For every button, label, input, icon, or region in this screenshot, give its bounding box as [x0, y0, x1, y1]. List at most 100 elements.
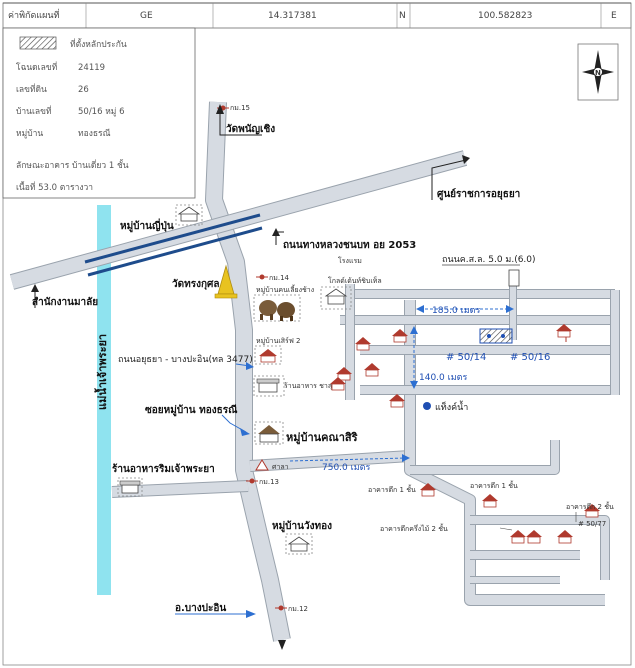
river: [97, 205, 111, 595]
jp-village-frame: [175, 204, 203, 226]
house-icon: [392, 329, 408, 343]
village2-frame: [254, 345, 282, 365]
temple-jp-icon: [177, 206, 201, 222]
center-label: ศูนย์ราชการอยุธยา: [437, 188, 520, 201]
coord-e: E: [611, 11, 617, 21]
road-width-post: [508, 269, 520, 287]
info-row-value: 24119: [78, 63, 105, 73]
house-icon: [389, 394, 405, 408]
house-icon: [355, 337, 371, 351]
legend-swatch: [19, 36, 57, 50]
water-tank-icon: [423, 402, 431, 410]
header-bar: [2, 2, 632, 29]
b4-label: อาคารตึกครึ่งไม้ 2 ชั้น: [380, 522, 448, 533]
soi-label: ซอยหมู่บ้าน ทองธรณี: [145, 404, 238, 417]
legend-label: ที่ตั้งหลักประกัน: [70, 38, 127, 50]
arrow-wat-phanan: [219, 110, 262, 136]
km12-label: กม.12: [288, 605, 308, 613]
wat-song-label: วัดทรงกุศล: [172, 278, 220, 290]
coord-label: ค่าพิกัดแผนที่: [8, 8, 60, 21]
house-icon: [364, 363, 380, 377]
road-ayutthaya-label: ถนนอยุธยา - บางปะอิน(ทล 3477): [118, 354, 253, 365]
north-arrow-icon: [582, 50, 614, 94]
lot-pin-2: [501, 334, 505, 338]
info-row-label: เลขที่ดิน: [16, 83, 47, 95]
property-lot: [479, 328, 513, 344]
dist750-label: 750.0 เมตร: [322, 463, 370, 473]
hotel-frame: [320, 286, 352, 310]
km14-label: กม.14: [269, 274, 290, 282]
b2-label: อาคารตึก 1 ชั้น: [470, 479, 518, 490]
house-icon: [584, 504, 600, 518]
village2-icon: [259, 349, 277, 363]
highway-label: ถนนทางหลวงชนบท อย 2053: [283, 240, 416, 251]
info-row-value: 50/16 หมู่ 6: [78, 107, 125, 117]
coord-lng: 100.582823: [478, 11, 532, 21]
km15-label: กม.15: [230, 104, 250, 112]
hotel-icon: [324, 288, 348, 305]
hotel-label-2: โกลด์เด้นท์ชิบเท็ล: [328, 276, 382, 285]
shop-icon: [256, 378, 280, 393]
house-icon: [510, 530, 526, 544]
lot1-label: # 50/14: [446, 352, 486, 363]
house-icon: [526, 530, 542, 544]
pagoda-icon: [214, 264, 238, 299]
elephant-icon: [259, 300, 295, 321]
map-frame: [2, 27, 632, 666]
highway-edge-top: [84, 213, 261, 264]
north-letter: N: [595, 69, 601, 77]
restaurant-frame: [117, 477, 143, 497]
wang-thong-label: หมู่บ้านวังทอง: [272, 520, 332, 533]
info-row-label: หมู่บ้าน: [16, 128, 43, 139]
info-row-label: บ้านเลขที่: [16, 105, 52, 117]
river-label: แม่น้ำเจ้าพระยา: [94, 334, 109, 410]
info-building: ลักษณะอาคาร บ้านเดี่ยว 1 ชั้น: [16, 159, 129, 171]
lot3-label: # 50/77: [578, 520, 606, 528]
elephant-village-label: หมู่บ้านคนเลี้ยงช้าง: [256, 283, 314, 294]
restaurant-label: ร้านอาหารริมเจ้าพระยา: [112, 463, 215, 475]
info-area: เนื้อที่ 53.0 ตารางวา: [16, 181, 93, 193]
village2-label: หมู่บ้านเสิร์ฟ 2: [256, 337, 300, 345]
info-row-value: ทองธรณี: [78, 128, 111, 139]
shop-label: ร้านอาหาร ชาสุภา: [284, 382, 341, 390]
road-width-label: ถนนค.ส.ล. 5.0 ม.(6.0): [442, 255, 536, 265]
bang-pa-in-label: อ.บางปะอิน: [175, 602, 226, 614]
info-panel: [2, 27, 196, 199]
house-icon: [556, 324, 572, 338]
houses: [330, 324, 600, 544]
b1-label: อาคารตึก 1 ชั้น: [368, 483, 416, 494]
info-row-label: โฉนดเลขที่: [16, 61, 58, 73]
dist750-line: [289, 457, 407, 462]
lot-pin-1: [487, 334, 491, 338]
coord-lat: 14.317381: [268, 11, 317, 21]
km13-label: กม.13: [259, 478, 279, 486]
arrow-center: [431, 159, 467, 200]
house-icon: [482, 494, 498, 508]
tank-label: แท็งค์น้ำ: [435, 400, 468, 413]
shrine-icon: [255, 459, 269, 471]
hotel-label-1: โรงแรม: [338, 256, 362, 265]
house-icon: [420, 483, 436, 497]
lot2-label: # 50/16: [510, 352, 550, 363]
village-ns-label: หมู่บ้านคณาสิริ: [286, 431, 358, 445]
coord-ge: GE: [140, 11, 153, 21]
district-label: สำนักงานมาลัย: [32, 296, 98, 308]
restaurant-icon: [119, 480, 141, 494]
village-ns-icon: [258, 425, 280, 443]
coord-n: N: [399, 11, 406, 21]
info-row-value: 26: [78, 85, 89, 95]
dist185-label: 185.0 เมตร: [432, 306, 480, 316]
shrine-label: ศาลา: [272, 463, 289, 471]
house-icon: [330, 377, 346, 391]
highway-edge-bottom: [87, 226, 263, 277]
village-ns-frame: [254, 421, 284, 445]
wat-phanan-label: วัดพนัญเชิง: [226, 123, 275, 135]
wang-thong-frame: [285, 533, 313, 555]
arrow-south-icon: [278, 640, 286, 650]
b4-leader: [499, 527, 513, 531]
shop-frame: [253, 375, 285, 397]
house-icon: [557, 530, 573, 544]
b3-label: อาคารตึก 2 ชั้น: [566, 500, 614, 511]
